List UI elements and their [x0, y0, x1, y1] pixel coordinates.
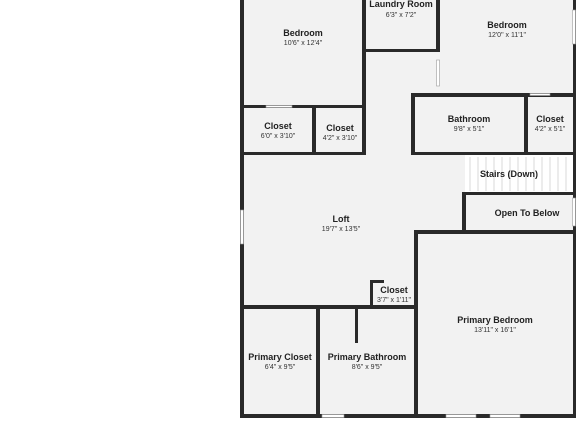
room-dims: 4'2" x 3'10"	[323, 135, 358, 142]
room-dims: 19'7" x 13'5"	[322, 226, 361, 233]
room-name: Primary Bathroom	[328, 352, 407, 362]
room-dims: 6'4" x 9'5"	[265, 364, 296, 371]
room-name: Laundry Room	[369, 0, 433, 9]
room-name: Bedroom	[283, 28, 323, 38]
room-name: Stairs (Down)	[480, 169, 538, 179]
room-name: Primary Bedroom	[457, 315, 533, 325]
room-closet-small: Closet 3'7" x 1'11"	[377, 285, 411, 304]
stair-treads	[469, 157, 567, 191]
room-stairs: Stairs (Down)	[480, 169, 538, 179]
room-dims: 10'6" x 12'4"	[284, 40, 323, 47]
room-dims: 13'11" x 16'1"	[474, 327, 516, 334]
room-name: Closet	[264, 121, 292, 131]
room-bedroom-upper-left: Bedroom 10'6" x 12'4"	[283, 28, 323, 47]
windows	[240, 9, 576, 418]
room-dims: 8'6" x 9'5"	[352, 364, 383, 371]
room-name: Closet	[380, 285, 408, 295]
room-dims: 4'2" x 5'1"	[535, 126, 566, 133]
floor-area	[243, 0, 576, 416]
room-closet-left-1: Closet 6'0" x 3'10"	[261, 121, 296, 140]
room-bathroom: Bathroom 9'8" x 5'1"	[448, 114, 491, 133]
room-name: Primary Closet	[248, 352, 312, 362]
room-name: Closet	[326, 123, 354, 133]
room-dims: 9'8" x 5'1"	[454, 126, 485, 133]
room-loft: Loft 19'7" x 13'5"	[322, 214, 361, 233]
room-bedroom-upper-right: Bedroom 12'0" x 11'1"	[487, 20, 527, 39]
room-primary-bedroom: Primary Bedroom 13'11" x 16'1"	[457, 315, 533, 334]
room-name: Closet	[536, 114, 564, 124]
room-primary-closet: Primary Closet 6'4" x 9'5"	[248, 352, 312, 371]
room-name: Bathroom	[448, 114, 491, 124]
room-dims: 6'0" x 3'10"	[261, 133, 296, 140]
room-dims: 12'0" x 11'1"	[488, 32, 526, 39]
room-closet-left-2: Closet 4'2" x 3'10"	[323, 123, 358, 142]
room-primary-bathroom: Primary Bathroom 8'6" x 9'5"	[328, 352, 407, 371]
room-dims: 6'3" x 7'2"	[386, 12, 417, 19]
room-closet-bath: Closet 4'2" x 5'1"	[535, 114, 566, 133]
room-name: Bedroom	[487, 20, 527, 30]
room-name: Open To Below	[495, 208, 561, 218]
stairs-area	[465, 155, 576, 193]
room-open-to-below: Open To Below	[495, 208, 561, 218]
room-dims: 3'7" x 1'11"	[377, 297, 411, 304]
room-laundry: Laundry Room 6'3" x 7'2"	[369, 0, 433, 19]
room-name: Loft	[333, 214, 350, 224]
